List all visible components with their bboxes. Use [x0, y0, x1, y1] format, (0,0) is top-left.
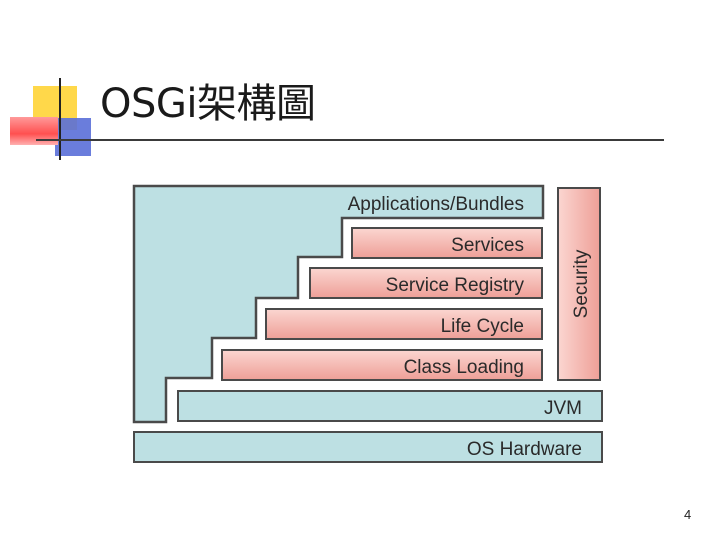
page-number: 4: [684, 507, 692, 522]
slide-title: OSGi架構圖: [100, 81, 316, 127]
services-box: [351, 227, 543, 259]
jvm-label: JVM: [544, 398, 582, 419]
title-divider: [36, 139, 664, 141]
os-hardware-box: [133, 431, 603, 463]
decor-vertical-line: [59, 78, 61, 160]
security-box: [557, 187, 601, 381]
jvm-box: [177, 390, 603, 422]
services-label: Services: [451, 235, 524, 256]
life-cycle-label: Life Cycle: [441, 316, 524, 337]
applications-bundles-label: Applications/Bundles: [348, 194, 524, 215]
decor-blue-square: [55, 118, 91, 156]
class-loading-label: Class Loading: [404, 357, 524, 378]
life-cycle-box: [265, 308, 543, 340]
service-registry-label: Service Registry: [386, 275, 525, 296]
security-label: Security: [571, 249, 592, 318]
class-loading-box: [221, 349, 543, 381]
applications-bundles-region: [132, 184, 545, 424]
os-hardware-label: OS Hardware: [467, 439, 582, 460]
service-registry-box: [309, 267, 543, 299]
